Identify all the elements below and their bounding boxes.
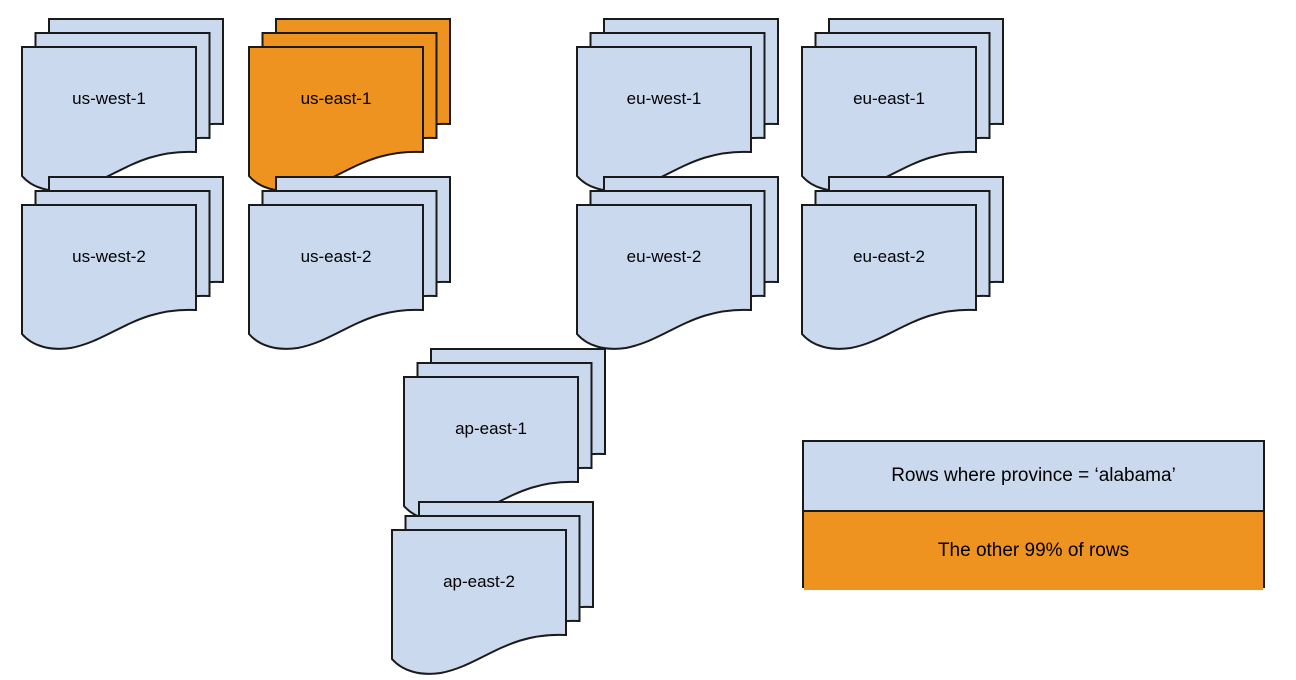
legend-normal: Rows where province = ‘alabama’ — [804, 442, 1263, 512]
region-stack-ap-east-2[interactable]: ap-east-2 — [390, 500, 595, 680]
region-stack-eu-east-2[interactable]: eu-east-2 — [800, 175, 1005, 355]
region-stack-eu-west-2[interactable]: eu-west-2 — [575, 175, 780, 355]
region-stack-us-east-2[interactable]: us-east-2 — [247, 175, 452, 355]
legend-highlight: The other 99% of rows — [804, 512, 1263, 590]
legend-highlight-text: The other 99% of rows — [937, 540, 1130, 561]
legend: Rows where province = ‘alabama’ The other… — [802, 440, 1265, 590]
region-stack-us-east-1[interactable]: us-east-1 — [247, 17, 452, 197]
region-stack-us-west-2[interactable]: us-west-2 — [20, 175, 225, 355]
legend-normal-text: Rows where province = ‘alabama’ — [891, 465, 1176, 486]
region-stack-ap-east-1[interactable]: ap-east-1 — [402, 347, 607, 527]
region-stack-us-west-1[interactable]: us-west-1 — [20, 17, 225, 197]
region-stack-eu-east-1[interactable]: eu-east-1 — [800, 17, 1005, 197]
region-stack-eu-west-1[interactable]: eu-west-1 — [575, 17, 780, 197]
